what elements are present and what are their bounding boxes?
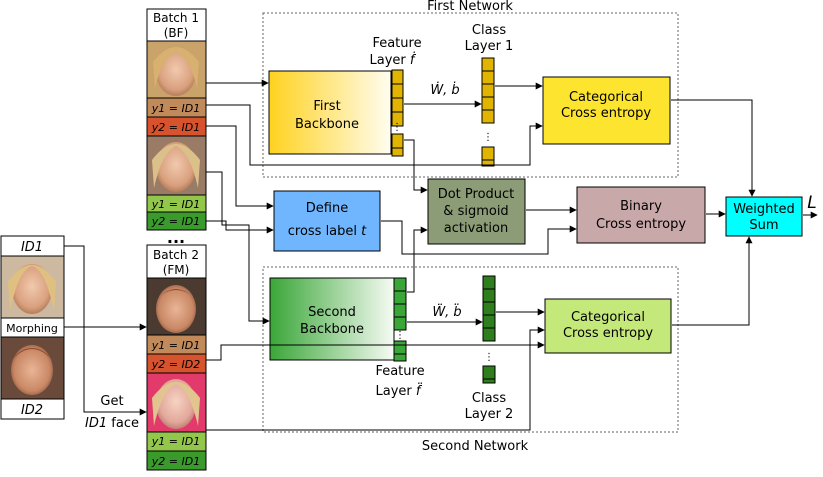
second-backbone-label-2: Backbone [300,322,364,337]
binary-ce-box [576,186,706,244]
batch1-face-1 [146,40,207,99]
svg-text:⋮: ⋮ [395,330,405,341]
batch2-label-4: y2 = ID1 [151,455,200,468]
get-id1-face-label: ID1 face [85,416,139,431]
id2-face [0,336,65,400]
svg-text:⋮: ⋮ [392,122,402,133]
first-network-box [262,12,679,178]
batch1-label-2: y2 = ID1 [151,121,200,134]
feature-layer-bottom-label-2: Layer f̈ [376,384,423,399]
batch2-label-2: y2 = ID2 [151,358,200,371]
batch2-face-2 [146,372,207,433]
batch2-title-box [146,244,207,279]
categorical-ce-bottom-label-2: Cross entropy [563,326,653,341]
second-network-box [262,266,679,433]
second-backbone [269,277,395,361]
first-network-label: First Network [427,0,513,14]
categorical-ce-top-label-2: Cross entropy [561,106,651,121]
first-backbone [268,70,392,155]
batch2-title: Batch 2 [153,248,199,262]
categorical-ce-top-label-1: Categorical [569,90,643,105]
second-backbone-label-1: Second [308,305,356,320]
feature-layer-top: ⋮ [391,69,404,157]
dot-product-label-3: activation [444,221,508,236]
id2-label-box [0,398,65,420]
batch1-title: Batch 1 [153,11,199,25]
batch1-label-1: y1 = ID1 [151,102,200,115]
weighted-sum-label-1: Weighted [733,202,795,217]
id1-label: ID1 [21,240,43,255]
batch2-label-1: y1 = ID1 [151,339,200,352]
id1-face [0,255,65,319]
weights-top-label: Ẇ, ḃ [430,82,459,98]
svg-text:⋮: ⋮ [484,352,494,363]
categorical-ce-top [542,76,671,145]
batch2-subtitle: (FM) [163,263,190,277]
feature-layer-bottom-label-1: Feature [375,364,424,379]
batch2-label-3: y1 = ID1 [151,435,200,448]
batch2-face-1 [146,277,207,336]
morphing-label: Morphing [6,322,58,335]
class-layer-2-label-2: Layer 2 [465,407,514,422]
weights-bottom-label: Ẅ, b̈ [432,304,461,320]
categorical-ce-bottom-label-1: Categorical [571,310,645,325]
define-cross-label-box [273,190,381,252]
batch1-label-4: y2 = ID1 [151,215,200,228]
dot-product-label-1: Dot Product [438,187,515,202]
feature-layer-top-label-1: Feature [372,36,421,51]
class-layer-2: ⋮ [482,275,496,384]
batch1-face-2 [146,135,207,196]
batch2-label-4-bg [146,450,207,471]
second-network-label: Second Network [422,439,529,454]
id2-label: ID2 [21,403,43,418]
cross-label-text: cross label t [288,224,367,239]
weighted-sum-label-2: Sum [749,218,778,233]
first-backbone-label-2: Backbone [295,117,359,132]
feature-layer-top-label-2: Layer ḟ [370,51,417,68]
first-backbone-label-1: First [313,99,340,114]
categorical-ce-bottom [544,298,672,354]
batch-ellipsis: ... [167,228,185,247]
feature-layer-bottom: ⋮ [393,277,407,362]
batch1-label-3: y1 = ID1 [151,198,200,211]
class-layer-1-label-1: Class [472,23,506,38]
dot-product-label-2: & sigmoid [443,204,508,219]
connectors [64,79,818,431]
define-label: Define [306,201,348,216]
get-label: Get [100,394,123,409]
class-layer-1-label-2: Layer 1 [465,39,514,54]
batch1-subtitle: (BF) [164,26,189,40]
binary-ce-label-1: Binary [620,199,662,214]
svg-text:⋮: ⋮ [483,132,493,143]
loss-label: L [807,193,816,213]
class-layer-2-label-1: Class [472,391,506,406]
dot-product-box [427,178,526,245]
binary-ce-label-2: Cross entropy [596,217,686,232]
weighted-sum-box [725,196,803,237]
class-layer-1: ⋮ [481,57,495,167]
